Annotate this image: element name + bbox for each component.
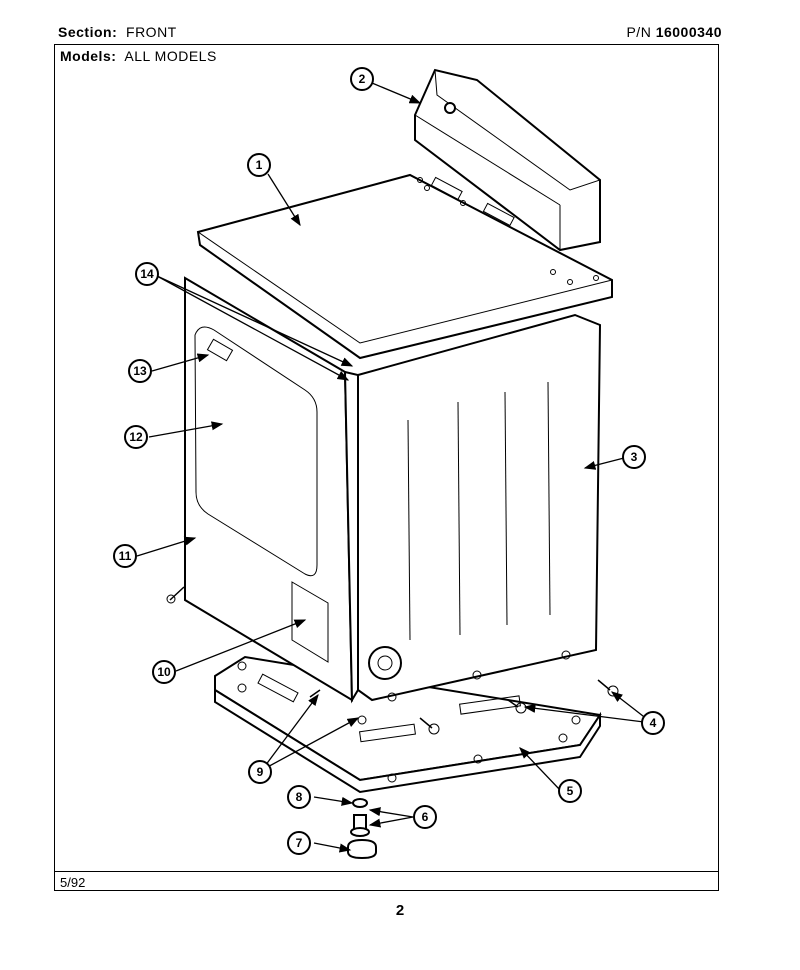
front-panel <box>166 276 402 704</box>
callout-12: 12 <box>124 425 148 449</box>
svg-text:5: 5 <box>567 784 574 798</box>
callout-2: 2 <box>350 67 374 91</box>
models-value: ALL MODELS <box>124 48 217 64</box>
svg-text:8: 8 <box>296 790 303 804</box>
leader-lines <box>136 82 653 853</box>
section-label: Section: <box>58 24 118 40</box>
cabinet <box>357 313 602 702</box>
svg-text:7: 7 <box>296 836 303 850</box>
callout-13: 13 <box>128 359 152 383</box>
callout-3: 3 <box>622 445 646 469</box>
leveling-leg <box>347 798 377 860</box>
callout-9: 9 <box>248 760 272 784</box>
models-header: Models: ALL MODELS <box>60 48 217 64</box>
footer-divider <box>54 871 719 872</box>
screws <box>309 679 619 735</box>
callout-10: 10 <box>152 660 176 684</box>
callout-4: 4 <box>641 711 665 735</box>
page-number: 2 <box>395 902 405 919</box>
callout-11: 11 <box>113 544 137 568</box>
callout-5: 5 <box>558 779 582 803</box>
callout-8: 8 <box>287 785 311 809</box>
svg-text:1: 1 <box>256 158 263 172</box>
svg-text:10: 10 <box>157 665 171 679</box>
callout-7: 7 <box>287 831 311 855</box>
control-panel <box>414 68 602 252</box>
section-header: Section: FRONT <box>58 24 177 40</box>
section-value: FRONT <box>126 24 177 40</box>
svg-text:4: 4 <box>650 716 657 730</box>
pn-value: 16000340 <box>655 24 722 40</box>
base-plate <box>214 655 602 794</box>
part-number-header: P/N 16000340 <box>626 24 722 40</box>
svg-text:13: 13 <box>133 364 147 378</box>
svg-text:14: 14 <box>140 267 154 281</box>
svg-text:3: 3 <box>631 450 638 464</box>
svg-text:12: 12 <box>129 430 143 444</box>
diagram-frame <box>54 44 719 891</box>
svg-text:11: 11 <box>119 549 132 563</box>
top-cover <box>196 173 613 360</box>
callout-14: 14 <box>135 262 159 286</box>
svg-text:9: 9 <box>257 765 264 779</box>
revision-date: 5/92 <box>60 875 86 890</box>
pn-label: P/N <box>626 24 652 40</box>
callout-1: 1 <box>247 153 271 177</box>
svg-text:6: 6 <box>422 810 429 824</box>
callout-6: 6 <box>413 805 437 829</box>
svg-text:2: 2 <box>359 72 366 86</box>
models-label: Models: <box>60 48 117 64</box>
